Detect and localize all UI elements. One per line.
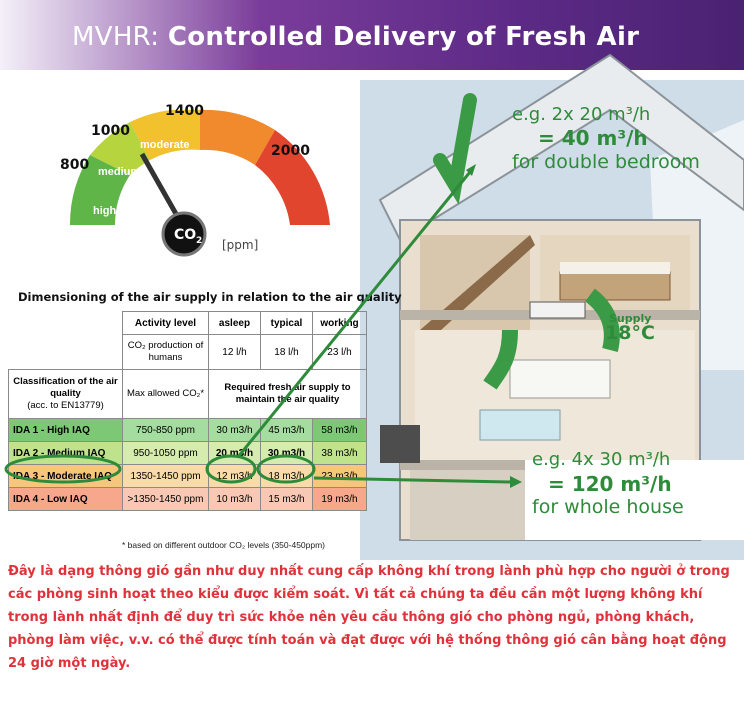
connector-bedroom [236,171,472,458]
gauge-unit: [ppm] [222,238,259,252]
gauge-seg-high [69,155,130,225]
airflow-arrow-living [483,329,518,390]
cell-ida4-working: 19 m3/h [312,487,367,511]
cell-ida4-asleep: 10 m3/h [208,487,261,511]
co2-hub-subscript: 2 [196,236,202,246]
gauge-scale-1000: 1000 [91,123,130,139]
highlight-ida2-asleep [205,454,257,484]
house-callout-box [525,460,744,540]
table-title: Dimensioning of the air supply in relati… [18,290,402,304]
cell-ida1-working: 58 m3/h [312,418,367,442]
co2-gauge: CO 2 [69,110,330,257]
bedroom-callout-line3: for double bedroom [512,151,700,173]
gauge-label-medium: medium [98,166,141,178]
house-callout-line3: for whole house [532,496,684,518]
gauge-scale-800: 800 [60,157,90,173]
cell-ida4-typical: 15 m3/h [260,487,313,511]
highlight-overlay [4,164,522,488]
classification-header: Classification of the air quality (acc. … [8,369,123,419]
title-main: Controlled Delivery of Fresh Air [167,22,640,52]
activity-level-header: Activity level [122,311,209,335]
page-title: MVHR: Controlled Delivery of Fresh Air [72,22,639,52]
connector-house [313,476,513,484]
sofa [509,359,611,399]
airflow-arrow-supply [584,288,620,352]
co2-hub-label: CO [174,227,196,243]
bedroom-callout-line2: = 40 m³/h [538,126,648,150]
table-row: IDA 2 - Medium IAQ 950-1050 ppm 20 m3/h … [8,441,367,465]
title-banner [0,0,744,70]
gauge-seg-medium [90,122,150,175]
table-row: IDA 1 - High IAQ 750-850 ppm 30 m3/h 45 … [8,418,367,442]
house-callout-line1: e.g. 4x 30 m³/h [532,449,671,470]
tv-unit [380,425,420,463]
class-ida1: IDA 1 - High IAQ [8,418,123,442]
glass-table [479,409,561,441]
infographic: MVHR: Controlled Delivery of Fresh Air [0,0,744,560]
gauge-scale-2000: 2000 [271,143,310,159]
bedroom-callout-line1: e.g. 2x 20 m³/h [512,104,651,125]
connector-house-arrowhead [510,476,522,488]
activity-typical: typical [260,311,313,335]
table-row: IDA 4 - Low IAQ >1350-1450 ppm 10 m3/h 1… [8,487,367,511]
classification-label: Classification of the air quality [13,376,118,399]
co2-dial-hub [161,211,207,257]
classification-ref: (acc. to EN13779) [27,400,104,411]
airflow-arrow-roof [433,93,477,205]
gauge-seg-very-low [255,130,330,225]
gauge-scale-1400: 1400 [165,103,204,119]
max-ida1: 750-850 ppm [122,418,209,442]
supply-label: Supply [609,312,652,325]
gauge-seg-low [200,110,275,165]
max-ida2: 950-1050 ppm [122,441,209,465]
vietnamese-caption: Đây là dạng thông gió gần như duy nhất c… [8,564,730,671]
connector-bedroom-arrowhead [466,164,476,176]
highlight-ida2 [4,454,122,484]
gauge-label-high: high [93,205,117,217]
cell-ida2-working: 38 m3/h [312,441,367,465]
max-allowed-header: Max allowed CO₂* [122,369,209,419]
gauge-label-low: low [205,155,224,167]
class-ida4: IDA 4 - Low IAQ [8,487,123,511]
cell-ida3-working: 23 m3/h [312,464,367,488]
max-ida4: >1350-1450 ppm [122,487,209,511]
bed-pillow [560,262,670,274]
gauge-seg-moderate [130,110,200,160]
gauge-label-moderate: moderate [140,139,190,151]
highlight-ida2-typical [256,454,316,484]
air-supply-table: Activity level asleep typical working CO… [8,311,367,511]
title-prefix: MVHR: [72,22,160,52]
house-callout-line2: = 120 m³/h [548,472,672,496]
table-footnote: * based on different outdoor CO₂ levels … [122,540,326,550]
max-ida3: 1350-1450 ppm [122,464,209,488]
supply-vent [529,301,586,319]
supply-temp: 18°C [605,322,655,344]
